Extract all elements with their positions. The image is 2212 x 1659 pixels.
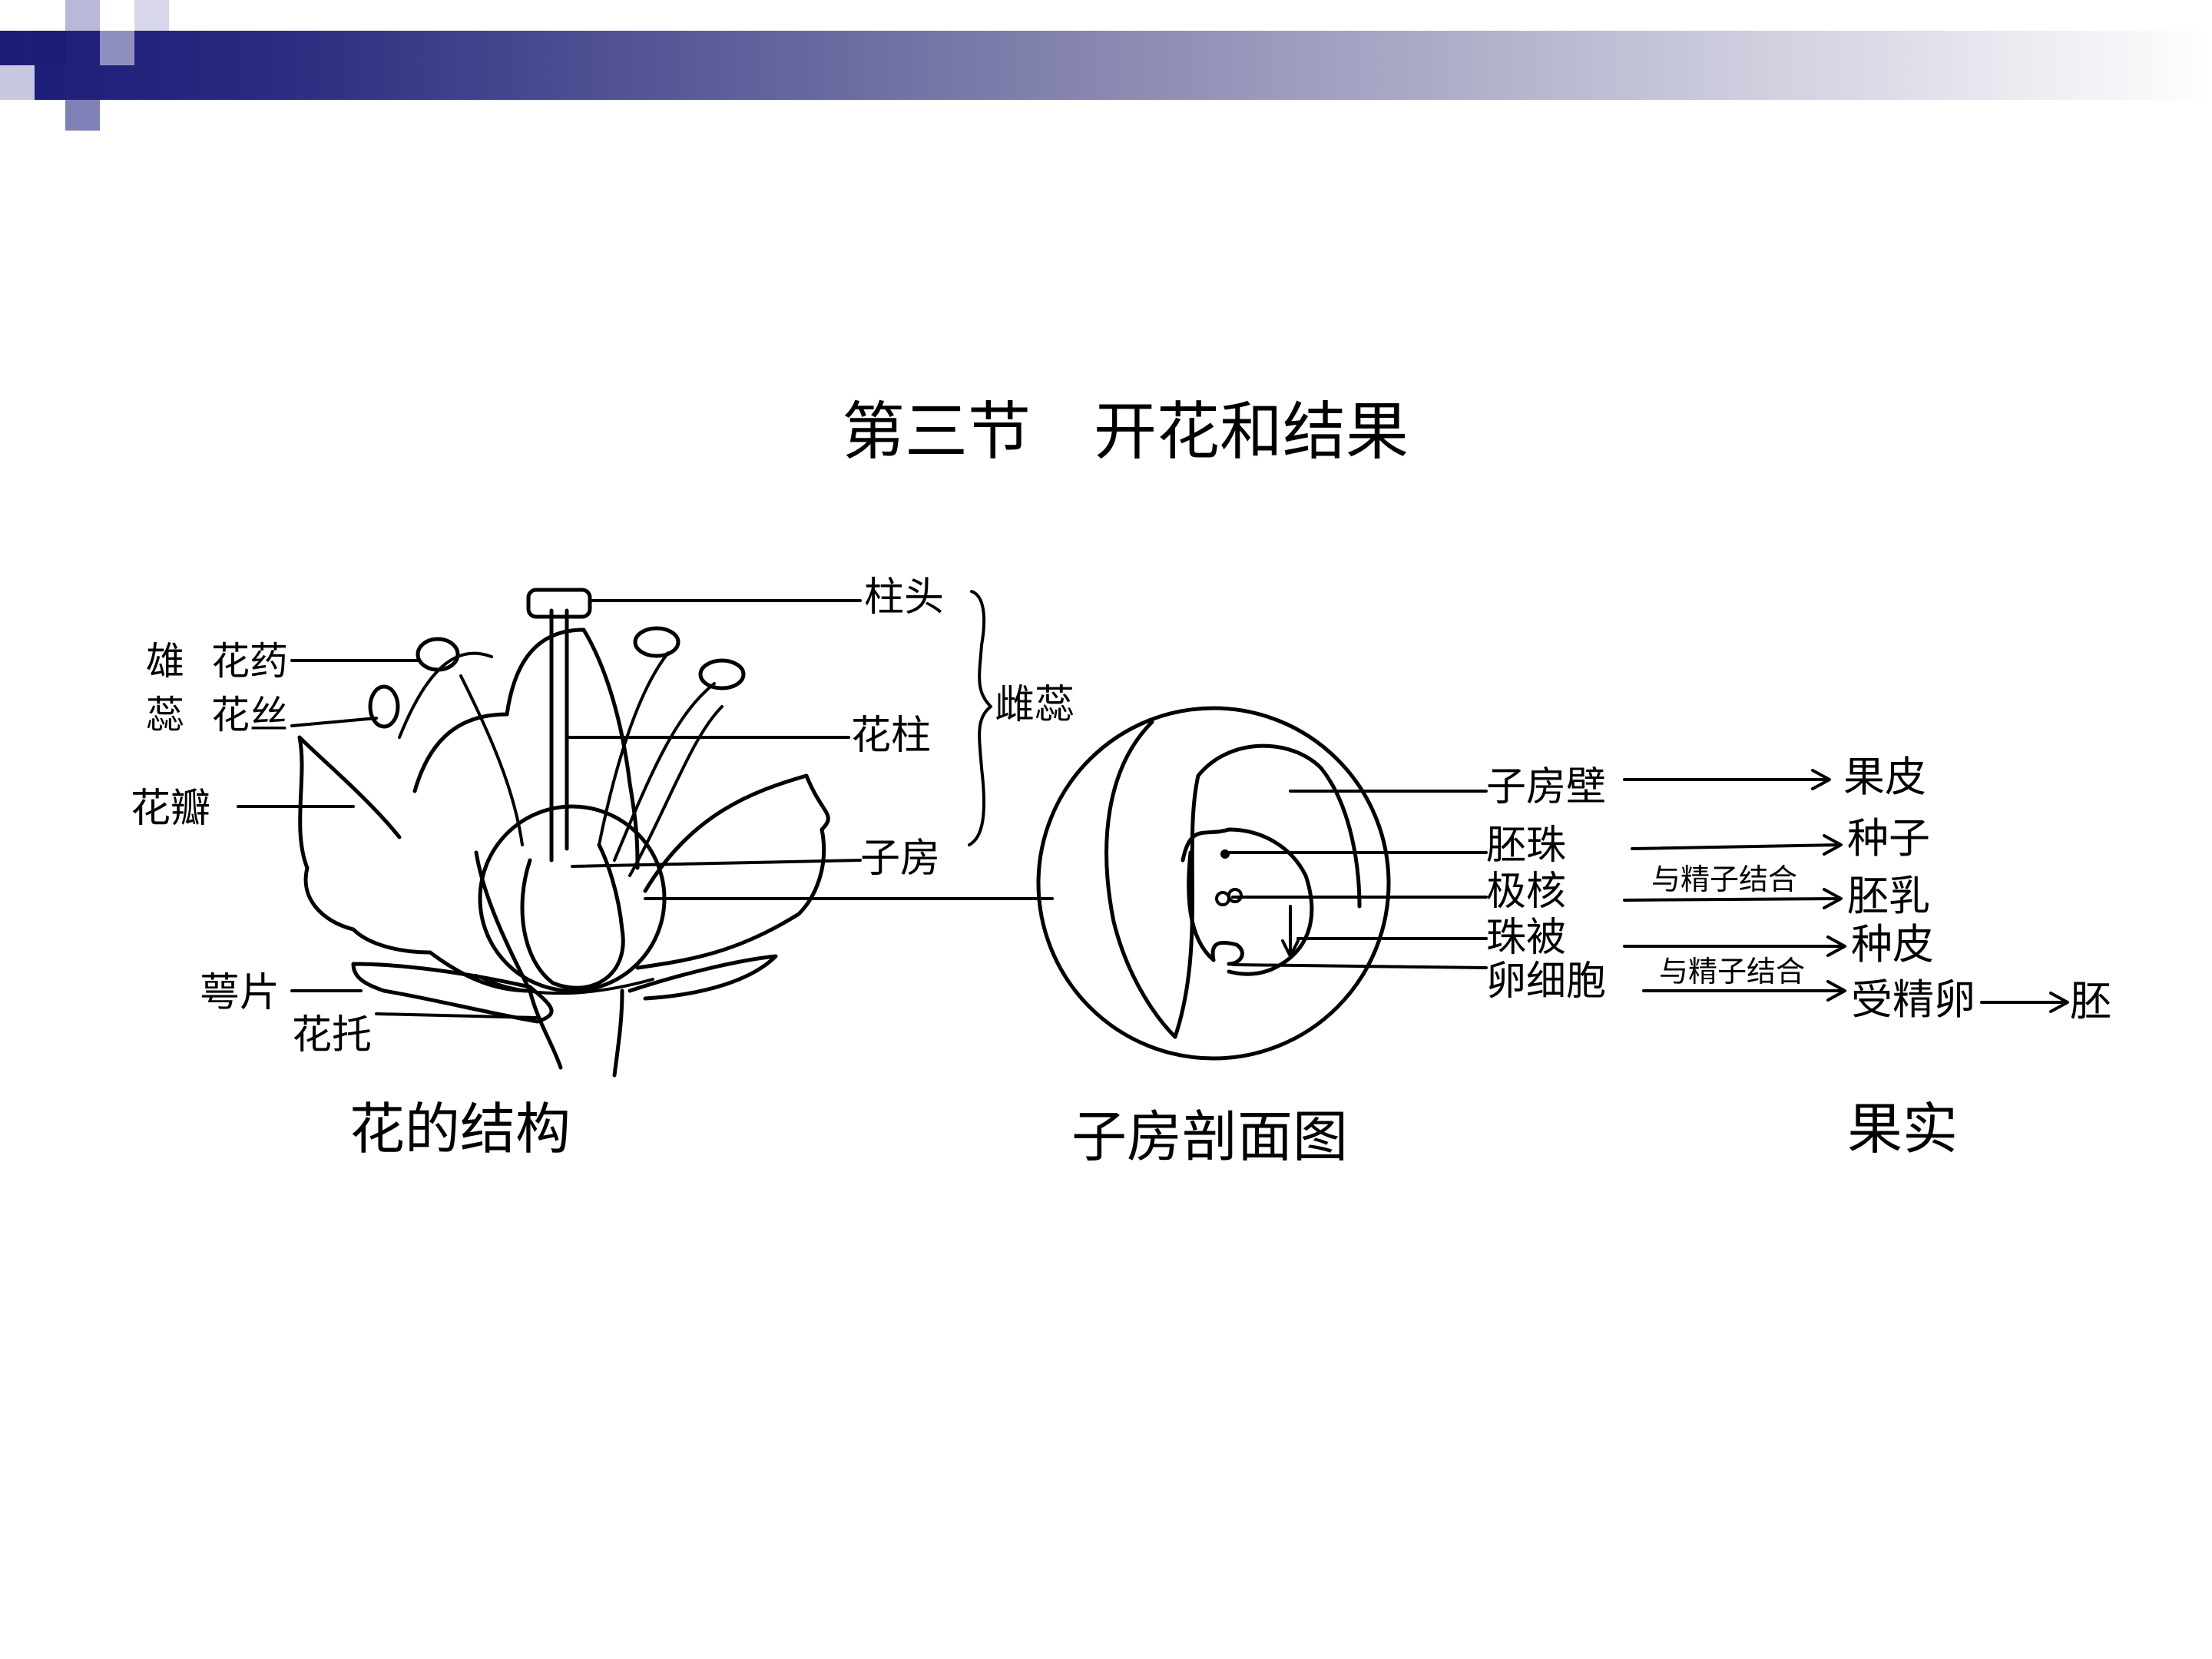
style (549, 608, 569, 863)
fusion-note-polar: 与精子结合 (1651, 863, 1797, 896)
label-stamen-char-2: 蕊 (146, 693, 184, 737)
petal-back (412, 628, 640, 870)
header-square-mid-2 (65, 100, 100, 131)
development-arrows (1623, 769, 2069, 1013)
ovary-section-drawing (1036, 706, 1391, 1061)
petal-right (635, 773, 830, 970)
label-ovary-wall: 子房壁 (1486, 764, 1606, 810)
arrow-polar-to-endosperm (1623, 888, 1843, 909)
flower-labels: 雄 蕊 花药 花丝 花瓣 萼片 花托 柱头 花柱 子房 雌蕊 花的结构 (131, 575, 1075, 1161)
header-square-dark (31, 31, 65, 65)
fusion-note-egg: 与精子结合 (1659, 955, 1805, 988)
label-endosperm: 胚乳 (1847, 872, 1930, 920)
ovule-inner (1187, 850, 1216, 962)
label-petal: 花瓣 (131, 786, 210, 832)
label-sepal: 萼片 (200, 970, 280, 1016)
caption-fruit: 果实 (1847, 1097, 1958, 1161)
label-stigma: 柱头 (864, 575, 944, 621)
pollen-tube-arrow (1281, 905, 1300, 958)
label-fertilized-egg: 受精卵 (1851, 975, 1975, 1024)
slide-title: 第三节 开花和结果 (842, 396, 1409, 469)
flower-drawing (297, 588, 830, 1078)
fruit-labels: 果皮 种子 胚乳 种皮 受精卵 胚 果实 (1843, 753, 2111, 1161)
header-square-light-1 (65, 0, 100, 31)
label-egg-cell: 卵细胞 (1486, 959, 1606, 1005)
receptacle-curve (475, 974, 654, 995)
filament-3 (598, 651, 670, 846)
label-polar-nuclei: 极核 (1486, 869, 1566, 915)
ovary-section-circle (1036, 706, 1391, 1061)
anther-3 (633, 626, 680, 658)
label-filament: 花丝 (211, 693, 288, 737)
label-receptacle: 花托 (292, 1012, 372, 1058)
arrow-zygote-to-embryo (1980, 992, 2069, 1013)
label-seed-coat: 种皮 (1851, 920, 1934, 969)
label-ovary: 子房 (860, 836, 940, 882)
label-anther: 花药 (211, 639, 288, 684)
label-stamen-char-1: 雄 (146, 639, 184, 684)
egg-cell (1210, 941, 1244, 966)
filament-1 (398, 651, 493, 739)
flower-leader-lines (237, 590, 992, 1019)
anther-2 (368, 684, 400, 729)
label-embryo: 胚 (2070, 977, 2111, 1025)
header-gradient-bar (0, 31, 2212, 100)
header-square-mid-1 (100, 31, 134, 65)
filament-2 (459, 674, 524, 846)
label-style: 花柱 (851, 713, 931, 759)
ovary-wall-curve-outer (1104, 720, 1177, 1039)
polar-nucleus-1 (1215, 891, 1230, 906)
arrow-ovule-to-seed (1631, 834, 1843, 856)
pistil-brace (968, 590, 992, 846)
header-square-light-2 (0, 65, 35, 100)
label-ovule: 胚珠 (1486, 823, 1566, 869)
fusion-notes: 与精子结合 与精子结合 (1651, 863, 1805, 988)
filament-4 (613, 682, 716, 862)
arrow-integument-to-seed-coat (1623, 935, 1846, 957)
caption-flower: 花的结构 (349, 1097, 571, 1161)
label-pericarp: 果皮 (1843, 753, 1926, 801)
label-seed: 种子 (1847, 814, 1930, 863)
section-labels: 子房壁 胚珠 极核 珠被 卵细胞 子房剖面图 (1071, 764, 1606, 1169)
arrow-egg-to-zygote (1642, 980, 1846, 1002)
arrow-wall-to-pericarp (1623, 769, 1831, 790)
ovary-wall-curve-2 (1173, 743, 1362, 1039)
ovary-inner (520, 843, 625, 990)
label-pistil: 雌蕊 (995, 682, 1075, 728)
dot-center (1220, 849, 1230, 859)
filament-5 (628, 705, 724, 877)
ovary-outline (478, 804, 667, 993)
label-integument: 珠被 (1486, 915, 1566, 961)
header-square-light-3 (134, 0, 169, 31)
anther-4 (698, 658, 746, 690)
caption-ovary-section: 子房剖面图 (1071, 1104, 1348, 1169)
stigma (526, 588, 592, 619)
section-leader-lines (1227, 790, 1488, 969)
ovule-outline (1181, 827, 1314, 976)
receptacle (528, 988, 624, 1078)
anther-1 (416, 637, 460, 672)
sepal-right (628, 954, 778, 1001)
